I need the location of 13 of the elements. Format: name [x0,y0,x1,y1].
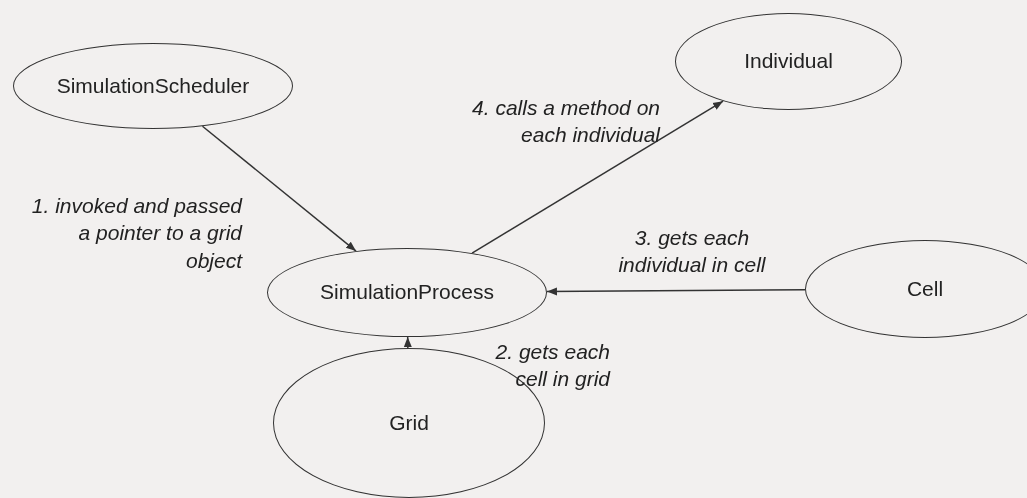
arrow [201,125,357,252]
edge-label: 2. gets each cell in grid [494,339,610,393]
class-name: SimulationScheduler [56,72,250,99]
class-name: Grid [389,409,429,436]
arrow [471,100,724,254]
class-name: Cell [906,275,944,302]
arrow [546,287,806,296]
class-name: Individual [744,48,833,75]
arrow [403,336,412,349]
edge-label: 3. gets each individual in cell [617,225,767,279]
edge-label: 1. invoked and passed a pointer to a grid object [30,193,242,274]
class-name: SimulationProcess [320,279,494,306]
edge-label: 4. calls a method on each individual [471,95,660,149]
